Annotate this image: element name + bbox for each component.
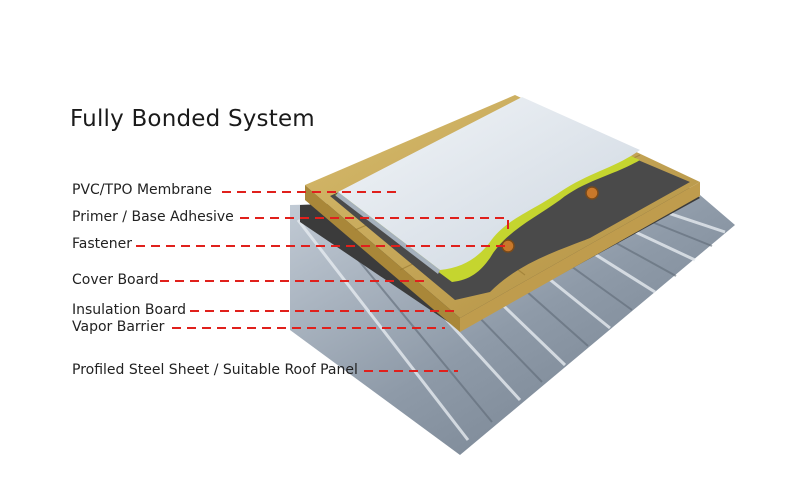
label-insulation-board: Insulation Board bbox=[72, 302, 187, 318]
leader-adhesive bbox=[240, 217, 509, 232]
diagram-title: Fully Bonded System bbox=[70, 106, 315, 132]
label-membrane: PVC/TPO Membrane bbox=[72, 182, 213, 198]
label-cover-board: Cover Board bbox=[72, 272, 159, 288]
membrane-layer bbox=[336, 97, 640, 274]
label-adhesive: Primer / Base Adhesive bbox=[72, 209, 234, 225]
label-fastener: Fastener bbox=[72, 236, 132, 252]
label-vapor-barrier: Vapor Barrier bbox=[72, 319, 165, 335]
leader-lines bbox=[136, 191, 509, 372]
fastener-icons bbox=[501, 186, 599, 253]
label-steel-sheet: Profiled Steel Sheet / Suitable Roof Pan… bbox=[72, 362, 358, 378]
